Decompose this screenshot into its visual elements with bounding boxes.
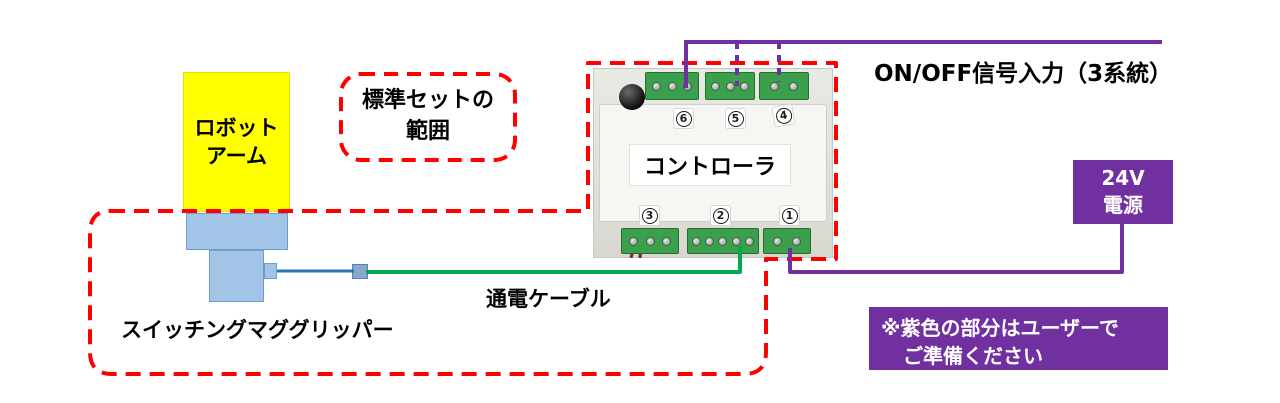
terminal-block-3 xyxy=(621,228,679,254)
terminal-screw xyxy=(739,81,749,91)
terminal-label-3: 3 xyxy=(639,205,660,226)
power-supply-label-line2: 電源 xyxy=(1103,193,1143,217)
terminal-screw xyxy=(770,81,779,91)
terminal-screw xyxy=(692,236,702,246)
terminal-screw xyxy=(773,236,783,246)
terminal-block-5 xyxy=(705,72,755,100)
terminal-number: 4 xyxy=(774,106,793,125)
robot-arm-label-line1: ロボット xyxy=(194,115,279,140)
standard-set-label: 標準セットの 範囲 xyxy=(341,74,515,160)
terminal-screw xyxy=(744,236,754,246)
terminal-screw xyxy=(711,81,721,91)
gripper-connector xyxy=(264,263,277,279)
terminal-screw xyxy=(791,236,801,246)
user-note-line2: ご準備ください xyxy=(903,344,1043,368)
signal-input-label: ON/OFF信号入力（3系統） xyxy=(874,61,1173,87)
terminal-block-2 xyxy=(687,228,759,254)
user-note-box: ※紫色の部分はユーザーで ご準備ください xyxy=(869,307,1168,370)
user-note-line1: ※紫色の部分はユーザーで xyxy=(881,316,1119,340)
terminal-label-2: 2 xyxy=(710,205,731,226)
standard-set-label-line1: 標準セットの xyxy=(361,88,494,114)
terminal-label-4: 4 xyxy=(771,103,796,128)
terminal-number: 5 xyxy=(727,110,744,127)
cable-joint xyxy=(352,264,368,279)
gripper-body xyxy=(209,250,264,302)
terminal-block-6 xyxy=(645,72,699,100)
terminal-screw xyxy=(645,236,655,246)
terminal-label-6: 6 xyxy=(673,108,694,129)
power-cable-label: 通電ケーブル xyxy=(486,287,611,311)
power-supply-wire xyxy=(788,224,1124,274)
terminal-screw xyxy=(731,236,741,246)
terminal-screw xyxy=(705,236,715,246)
terminal-screw xyxy=(667,81,677,91)
standard-set-label-line2: 範囲 xyxy=(405,119,450,144)
terminal-label-5: 5 xyxy=(725,108,746,129)
terminal-screw xyxy=(652,81,662,91)
terminal-number: 2 xyxy=(712,207,729,224)
gripper-label: スイッチングマググリッパー xyxy=(121,318,394,342)
terminal-screw xyxy=(725,81,735,91)
terminal-screw xyxy=(682,81,692,91)
terminal-screw xyxy=(789,81,798,91)
controller-knob xyxy=(619,84,645,110)
robot-arm-label-line2: アーム xyxy=(205,144,268,168)
terminal-screw xyxy=(629,236,639,246)
terminal-block-1 xyxy=(763,228,811,254)
terminal-number: 1 xyxy=(781,207,798,224)
terminal-label-1: 1 xyxy=(779,205,800,226)
controller-label: コントローラ xyxy=(629,144,791,186)
power-supply-label-line1: 24V xyxy=(1101,166,1145,190)
terminal-block-4 xyxy=(759,72,809,100)
terminal-screw xyxy=(718,236,728,246)
terminal-screw xyxy=(661,236,671,246)
controller-photo: 6 5 4 3 2 1 コントローラ xyxy=(593,68,833,259)
gripper-flange xyxy=(186,213,288,250)
robot-arm-box: ロボット アーム xyxy=(183,72,290,212)
terminal-number: 6 xyxy=(675,110,692,127)
terminal-number: 3 xyxy=(641,207,658,224)
power-supply-box: 24V 電源 xyxy=(1073,160,1173,224)
